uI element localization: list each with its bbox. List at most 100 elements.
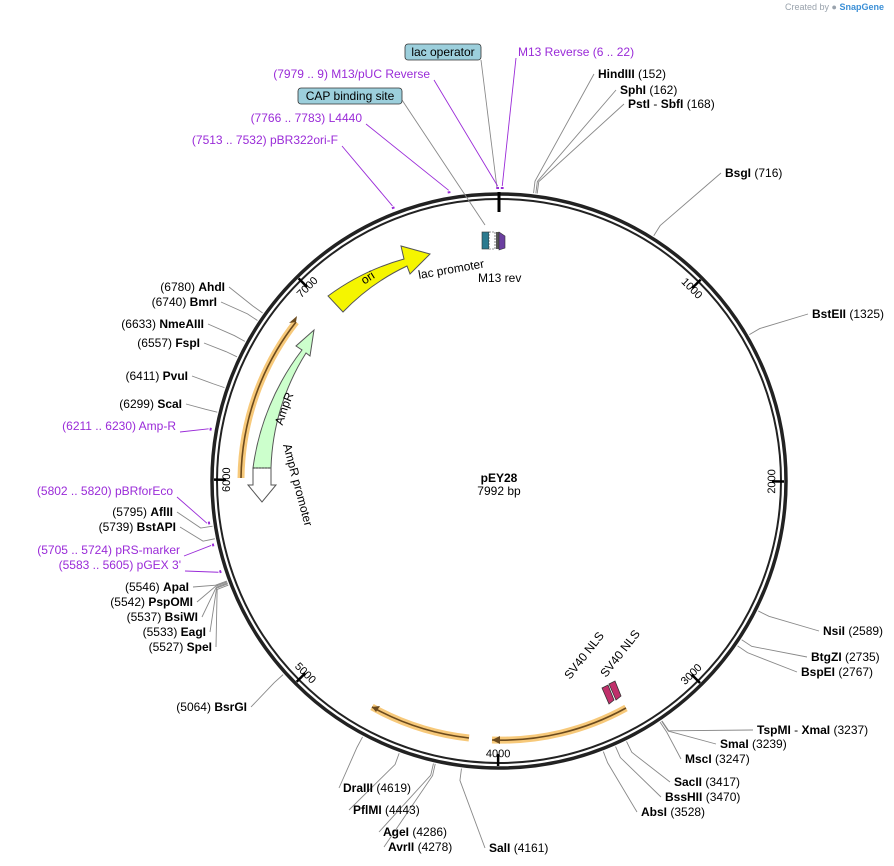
restriction-site-text: (6633) NmeAIII	[121, 317, 204, 331]
credit-prefix: Created by	[784, 2, 830, 12]
ampr-promoter-arrow[interactable]	[246, 467, 278, 503]
primer[interactable]: (5802 .. 5820) pBRforEco	[37, 484, 173, 498]
lac-operator-leader	[480, 59, 498, 189]
restriction-site[interactable]: BtgZI (2735)	[811, 650, 880, 664]
primer[interactable]: (5705 .. 5724) pRS-marker	[37, 543, 180, 557]
restriction-site[interactable]: (6780) AhdI	[160, 280, 225, 294]
restriction-site-text: BtgZI (2735)	[811, 650, 880, 664]
restriction-site[interactable]: (5542) PspOMI	[110, 595, 193, 609]
restriction-site-text: MscI (3247)	[685, 752, 750, 766]
site-leader-line	[250, 674, 284, 708]
restriction-site[interactable]: (5739) BstAPI	[99, 520, 176, 534]
restriction-site-text: (6740) BmrI	[152, 295, 217, 309]
restriction-site[interactable]: AbsI (3528)	[641, 805, 705, 819]
restriction-site-text: HindIII (152)	[598, 67, 666, 81]
restriction-site-text: (6299) ScaI	[119, 397, 182, 411]
restriction-site[interactable]: (6557) FspI	[137, 336, 200, 350]
orf-arrowhead-bottom-left	[372, 706, 380, 712]
primer-text: (5802 .. 5820) pBRforEco	[37, 484, 173, 498]
lac-operator-box[interactable]: lac operator	[404, 43, 482, 61]
primer-text: (5583 .. 5605) pGEX 3'	[59, 558, 181, 572]
restriction-site-text: BsgI (716)	[725, 166, 782, 180]
primer[interactable]: (7979 .. 9) M13/pUC Reverse	[273, 67, 430, 81]
restriction-site[interactable]: SmaI (3239)	[720, 737, 787, 751]
primer-text: (7513 .. 7532) pBR322ori-F	[192, 133, 338, 147]
restriction-site[interactable]: SacII (3417)	[674, 775, 740, 789]
restriction-site[interactable]: HindIII (152)	[598, 67, 666, 81]
site-leader-line	[185, 403, 218, 413]
restriction-site[interactable]: (5064) BsrGI	[176, 700, 247, 714]
site-leader-line	[203, 342, 238, 358]
restriction-site-text: TspMI - XmaI (3237)	[757, 723, 868, 737]
snapgene-credit: Created by ● SnapGene	[785, 2, 884, 12]
restriction-site[interactable]: SphI (162)	[620, 83, 677, 97]
primer[interactable]: (6211 .. 6230) Amp-R	[62, 419, 176, 433]
restriction-site[interactable]: BstEII (1325)	[812, 307, 884, 321]
restriction-site[interactable]: (6411) PvuI	[126, 369, 188, 383]
primer-text: (6211 .. 6230) Amp-R	[62, 419, 176, 433]
site-leader-line	[228, 286, 263, 314]
lac-operator-label: lac operator	[411, 45, 474, 59]
restriction-site-text: SacII (3417)	[674, 775, 740, 789]
primer-mark	[211, 543, 215, 547]
restriction-site[interactable]: (6633) NmeAIII	[121, 317, 204, 331]
restriction-site[interactable]: TspMI - XmaI (3237)	[757, 723, 868, 737]
m13-rev-label: M13 rev	[478, 271, 521, 285]
site-labels: HindIII (152) SphI (162)PstI - SbfI (168)…	[37, 45, 884, 855]
primer[interactable]: (5583 .. 5605) pGEX 3'	[59, 558, 181, 572]
ampr-arrow[interactable]	[252, 328, 315, 469]
primer-marks	[176, 57, 517, 574]
restriction-site[interactable]: PstI - SbfI (168)	[628, 97, 715, 111]
restriction-site[interactable]: AgeI (4286)	[383, 825, 447, 839]
restriction-site[interactable]: BspEI (2767)	[801, 665, 873, 679]
primer-text: (5705 .. 5724) pRS-marker	[37, 543, 180, 557]
site-leader-line	[659, 721, 682, 760]
restriction-site[interactable]: (5537) BsiWI	[127, 610, 198, 624]
ori-arrow[interactable]	[327, 245, 431, 313]
restriction-site[interactable]: (5546) ApaI	[125, 580, 189, 594]
primer[interactable]: M13 Reverse (6 .. 22)	[518, 45, 634, 59]
restriction-site[interactable]: PflMI (4443)	[353, 803, 420, 817]
sv40-nls-markers[interactable]	[601, 680, 622, 705]
orf-arrowhead-left	[289, 316, 297, 323]
restriction-site[interactable]: MscI (3247)	[685, 752, 750, 766]
tick-label: 4000	[486, 748, 511, 760]
restriction-site-text: AvrII (4278)	[388, 840, 452, 854]
restriction-site[interactable]: (5533) EagI	[143, 625, 206, 639]
site-leader-line	[661, 720, 754, 732]
restriction-site-text: BstEII (1325)	[812, 307, 884, 321]
primer-mark	[391, 206, 395, 210]
site-leader-line	[626, 741, 671, 783]
restriction-site[interactable]: NsiI (2589)	[823, 624, 883, 638]
orf-arc-bottom-left[interactable]	[370, 703, 470, 742]
restriction-site[interactable]: (6299) ScaI	[119, 397, 182, 411]
tick-mark	[690, 673, 701, 684]
restriction-site-text: SphI (162)	[620, 83, 677, 97]
cap-binding-site-label: CAP binding site	[306, 89, 395, 103]
site-leader-line	[378, 763, 434, 833]
orf-arc-bottom-right[interactable]	[491, 704, 628, 744]
restriction-site[interactable]: SalI (4161)	[489, 841, 548, 855]
restriction-site[interactable]: DraIII (4619)	[343, 781, 411, 795]
site-leader-line	[602, 751, 638, 813]
site-leader-line	[196, 581, 228, 603]
restriction-site-text: (5533) EagI	[143, 625, 206, 639]
site-leader-line	[383, 763, 436, 848]
lac-region-glyphs[interactable]	[481, 231, 506, 251]
cap-binding-site-box[interactable]: CAP binding site	[297, 87, 403, 105]
primer-text: M13 Reverse (6 .. 22)	[518, 45, 634, 59]
restriction-site[interactable]: (5527) SpeI	[149, 640, 212, 654]
restriction-site-text: BspEI (2767)	[801, 665, 873, 679]
primer[interactable]: (7766 .. 7783) L4440	[251, 111, 363, 125]
primer[interactable]: (7513 .. 7532) pBR322ori-F	[192, 133, 338, 147]
site-leader-line	[192, 580, 227, 588]
restriction-site-text: (5537) BsiWI	[127, 610, 198, 624]
restriction-site[interactable]: BssHII (3470)	[665, 790, 740, 804]
restriction-site[interactable]: (6740) BmrI	[152, 295, 217, 309]
restriction-site-text: (5546) ApaI	[125, 580, 189, 594]
restriction-site-text: (6411) PvuI	[126, 369, 188, 383]
restriction-site[interactable]: BsgI (716)	[725, 166, 782, 180]
restriction-site-text: AgeI (4286)	[383, 825, 447, 839]
restriction-site[interactable]: AvrII (4278)	[388, 840, 452, 854]
restriction-site[interactable]: (5795) AflII	[112, 505, 173, 519]
